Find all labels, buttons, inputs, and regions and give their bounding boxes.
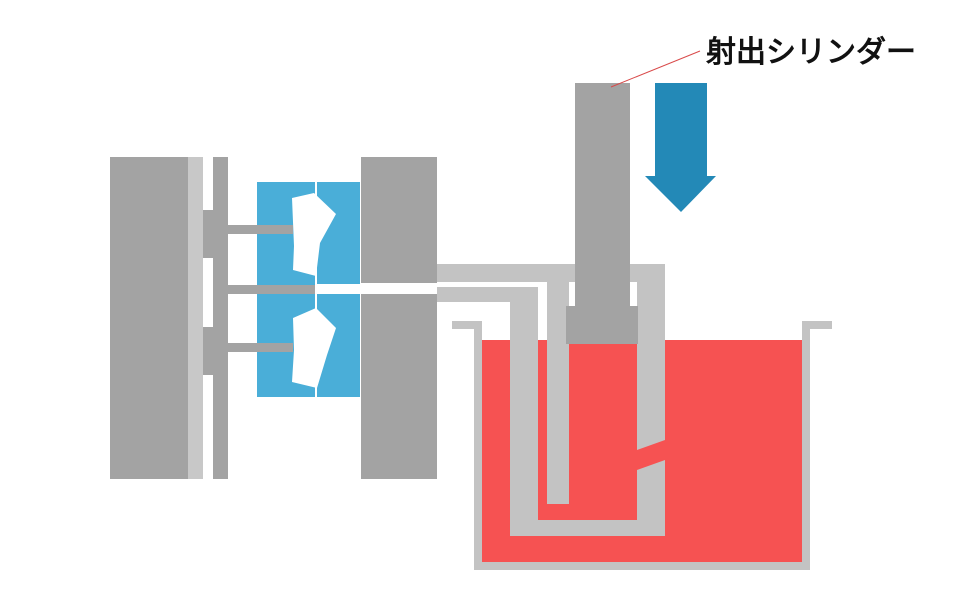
ejector-block-bottom bbox=[203, 327, 213, 375]
tank-wall bbox=[452, 321, 832, 570]
cylinder-piston bbox=[566, 306, 638, 344]
ejector-pin-top bbox=[228, 225, 293, 234]
outer-pipe-right bbox=[637, 264, 665, 536]
injection-cylinder-label: 射出シリンダー bbox=[706, 35, 916, 70]
cylinder-shaft bbox=[575, 83, 630, 306]
ejector-block-top bbox=[203, 210, 213, 258]
ejector-pins bbox=[228, 225, 318, 352]
outer-pipe-mid bbox=[437, 287, 538, 302]
inner-pipe bbox=[547, 282, 637, 504]
outer-pipe bbox=[437, 264, 665, 536]
rear-platen bbox=[110, 157, 188, 479]
inner-pipe-gap-right bbox=[630, 282, 637, 306]
fixed-platen bbox=[361, 157, 437, 479]
ejector-pin-middle bbox=[228, 285, 318, 294]
platen-spacer bbox=[188, 157, 203, 479]
clamp-assembly bbox=[110, 157, 228, 479]
outer-pipe-top bbox=[437, 264, 665, 282]
pipe-inlet-gap bbox=[637, 440, 665, 470]
fixed-platen-bottom bbox=[361, 294, 437, 479]
mold-cavity-bottom bbox=[292, 308, 336, 388]
outer-pipe-left bbox=[510, 302, 538, 536]
ejector-pin-bottom bbox=[228, 343, 293, 352]
fixed-platen-top bbox=[361, 157, 437, 283]
label-leader-line bbox=[610, 50, 701, 88]
outer-pipe-bottom bbox=[510, 520, 665, 536]
sprue-channel bbox=[315, 284, 375, 294]
down-arrow-icon bbox=[645, 83, 716, 212]
mold-cavity-top bbox=[292, 193, 336, 276]
injection-cylinder bbox=[566, 83, 638, 344]
inner-pipe-left bbox=[547, 282, 569, 504]
inner-pipe-gap bbox=[569, 282, 575, 306]
ejector-plate bbox=[213, 157, 228, 479]
